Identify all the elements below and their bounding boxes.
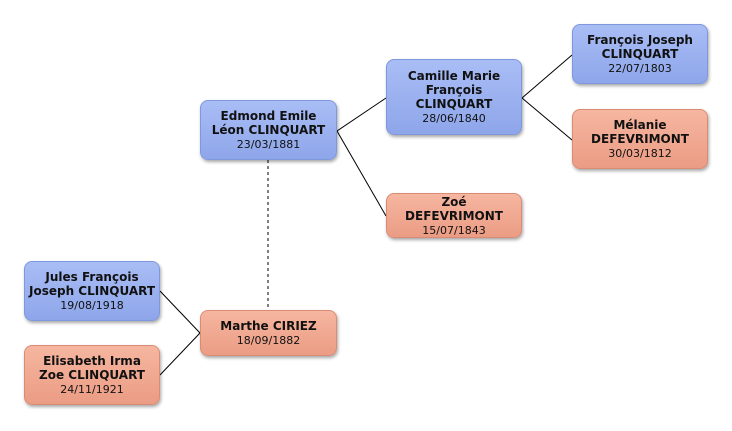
connector-elisabeth-marthe	[159, 332, 201, 376]
person-date: 19/08/1918	[60, 299, 124, 312]
person-card-zoe[interactable]: Zoé DEFEVRIMONT 15/07/1843	[386, 193, 522, 238]
person-name: Jules François Joseph CLINQUART	[29, 270, 156, 298]
connector-edmond-zoe	[336, 130, 387, 217]
connector-camille-melanie	[521, 97, 573, 141]
connector-camille-francois	[521, 54, 573, 99]
person-date: 30/03/1812	[608, 147, 672, 160]
person-date: 18/09/1882	[236, 334, 301, 347]
connector-edmond-camille	[336, 97, 387, 132]
person-name: François Joseph CLINQUART	[587, 33, 693, 61]
person-name: Mélanie DEFEVRIMONT	[591, 118, 689, 146]
person-card-melanie[interactable]: Mélanie DEFEVRIMONT 30/03/1812	[572, 109, 708, 169]
person-date: 23/03/1881	[236, 138, 301, 151]
person-card-edmond[interactable]: Edmond Emile Léon CLINQUART 23/03/1881	[200, 100, 337, 160]
person-name: Marthe CIRIEZ	[220, 319, 317, 333]
person-date: 24/11/1921	[60, 383, 124, 396]
person-name: Zoé DEFEVRIMONT	[405, 194, 503, 223]
person-name: Elisabeth Irma Zoe CLINQUART	[39, 354, 145, 382]
person-card-francois[interactable]: François Joseph CLINQUART 22/07/1803	[572, 24, 708, 84]
person-date: 28/06/1840	[422, 112, 486, 125]
connector-jules-marthe	[159, 290, 201, 334]
person-name: Camille Marie François CLINQUART	[407, 69, 501, 111]
person-card-camille[interactable]: Camille Marie François CLINQUART 28/06/1…	[386, 59, 522, 135]
person-card-marthe[interactable]: Marthe CIRIEZ 18/09/1882	[200, 310, 337, 356]
person-date: 22/07/1803	[608, 62, 672, 75]
person-card-elisabeth[interactable]: Elisabeth Irma Zoe CLINQUART 24/11/1921	[24, 345, 160, 405]
person-date: 15/07/1843	[422, 223, 486, 237]
person-card-jules[interactable]: Jules François Joseph CLINQUART 19/08/19…	[24, 261, 160, 321]
person-name: Edmond Emile Léon CLINQUART	[211, 109, 326, 137]
